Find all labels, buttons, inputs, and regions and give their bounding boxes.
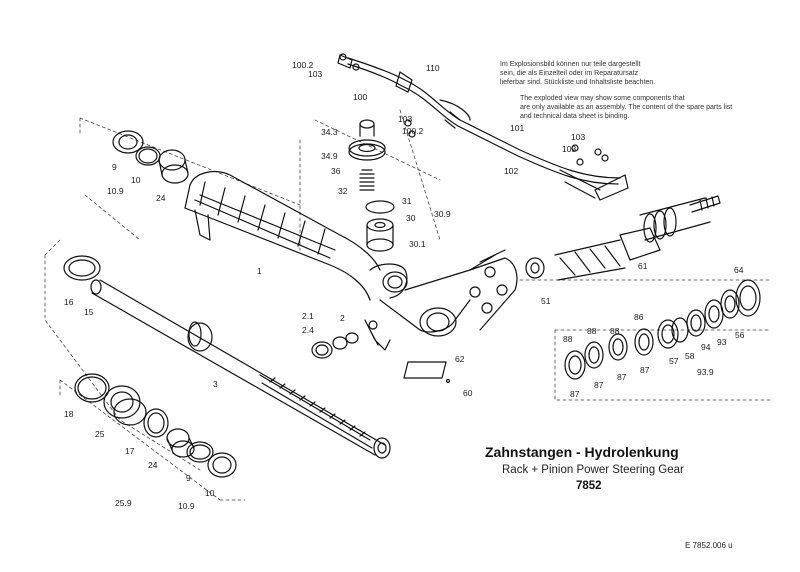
part-label: 2.4: [302, 325, 314, 335]
note-en-line-3: and technical data sheet is binding.: [520, 113, 630, 120]
part-label: 16: [64, 297, 74, 307]
part-label: 56: [735, 330, 745, 340]
part-label: 30: [406, 213, 416, 223]
steering-housing: [184, 171, 518, 351]
part-label: 93.9: [697, 367, 714, 377]
part-label: 9: [186, 473, 191, 483]
part-label: 24: [156, 193, 166, 203]
part-label: 10.9: [107, 186, 124, 196]
part-label: 32: [338, 186, 348, 196]
note-de-line-3: lieferbar sind. Stückliste und Inhaltsli…: [500, 79, 656, 86]
part-label: 58: [685, 351, 695, 361]
part-label: 103: [398, 114, 413, 124]
part-label: 34.3: [321, 127, 338, 137]
part-label: 93: [717, 337, 727, 347]
part-label: 102: [504, 166, 519, 176]
left-seal-set-top: [112, 130, 189, 184]
part-label: 10: [205, 488, 215, 498]
part-label: 87: [617, 372, 627, 382]
adjuster-parts: [311, 332, 359, 359]
part-label: 25: [95, 429, 105, 439]
part-label: 103: [562, 144, 577, 154]
part-label: 110: [426, 63, 440, 73]
part-label: 100.2: [402, 126, 424, 136]
part-label: 15: [84, 307, 94, 317]
part-label: 31: [402, 196, 412, 206]
part-label: 62: [455, 354, 465, 364]
part-label: 2: [340, 313, 345, 323]
left-seal-set-bottom: [74, 373, 237, 478]
diagram-number: 7852: [576, 480, 602, 492]
part-label: 57: [669, 356, 679, 366]
part-label: 88: [587, 326, 597, 336]
part-label: 103: [308, 69, 323, 79]
part-label: 87: [594, 380, 604, 390]
diagram-title-german: Zahnstangen - Hydrolenkung: [485, 444, 679, 460]
part-label: 36: [331, 166, 341, 176]
valve-assembly: [348, 119, 395, 252]
reference-code: E 7852.006 u: [685, 541, 733, 550]
pressure-lines: [337, 53, 629, 201]
part-label: 18: [64, 409, 74, 419]
part-label: 101: [510, 123, 525, 133]
group-frames: [44, 109, 771, 501]
part-label: 25.9: [115, 498, 132, 508]
diagram-title-english: Rack + Pinion Power Steering Gear: [502, 464, 684, 476]
part-label: 88: [563, 334, 573, 344]
part-label: 100.2: [292, 60, 314, 70]
pinion-assembly: [525, 195, 721, 281]
part-label: 3: [213, 379, 218, 389]
part-label: 30.9: [434, 209, 451, 219]
pinion-seals: [564, 279, 761, 380]
part-label: 87: [640, 365, 650, 375]
part-label: 61: [638, 261, 648, 271]
name-plate: [403, 361, 451, 384]
part-label: 10: [131, 175, 141, 185]
note-en-line-1: The exploded view may show some componen…: [520, 95, 685, 102]
part-label: 94: [701, 342, 711, 352]
part-label: 30.1: [409, 239, 426, 249]
part-label: 1: [257, 266, 262, 276]
part-label: 103: [571, 132, 586, 142]
part-label: 10.9: [178, 501, 195, 511]
part-label: 24: [148, 460, 158, 470]
part-label: 100: [353, 92, 368, 102]
part-label: 60: [463, 388, 473, 398]
part-label: 51: [541, 296, 551, 306]
part-label: 17: [125, 446, 135, 456]
part-label: 88: [610, 326, 620, 336]
part-label: 34.9: [321, 151, 338, 161]
note-de-line-1: Im Explosionsbild können nur teile darge…: [500, 61, 641, 68]
part-label: 64: [734, 265, 744, 275]
note-de-line-2: sein, die als Einzelteil oder im Reparat…: [500, 70, 639, 77]
note-en-line-2: are only available as an assembly. The c…: [520, 104, 733, 111]
part-label: 9: [112, 162, 117, 172]
part-label: 2.1: [302, 311, 314, 321]
rack-bar: [63, 255, 391, 459]
part-label: 86: [634, 312, 644, 322]
part-label: 87: [570, 389, 580, 399]
